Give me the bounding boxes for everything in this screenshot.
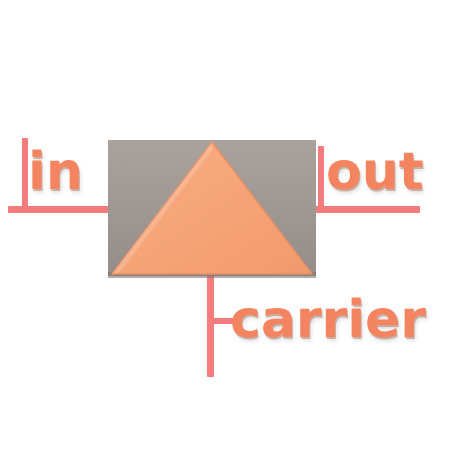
carrier-label: carrier: [230, 290, 426, 350]
input-wire-horizontal: [8, 206, 110, 213]
carrier-wire-stub: [207, 318, 237, 324]
output-wire-horizontal: [314, 206, 420, 213]
output-wire-stub: [318, 146, 324, 212]
triangle-highlight: [112, 142, 212, 274]
input-label: in: [28, 142, 83, 202]
mixer-block: [108, 140, 316, 278]
output-wire: [314, 146, 420, 213]
mixer-box-shadow: [108, 272, 316, 278]
carrier-wire-vertical: [207, 275, 214, 377]
triangle-mixer-icon: [110, 140, 314, 275]
carrier-wire: [207, 275, 237, 377]
input-wire: [8, 138, 110, 213]
output-label: out: [326, 142, 424, 202]
input-wire-stub: [22, 138, 28, 210]
